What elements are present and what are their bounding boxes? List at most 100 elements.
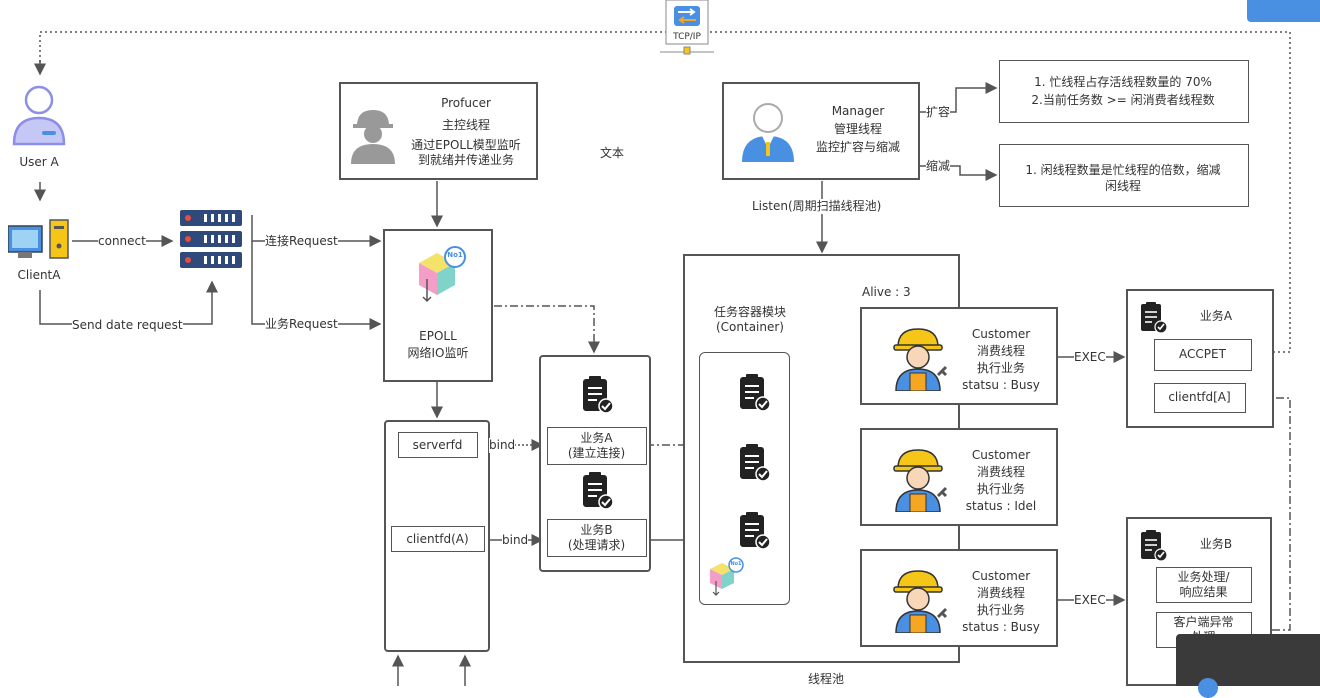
tcpip-icon: TCP/IP [660, 0, 714, 56]
queue-biz-b[interactable]: 业务B (处理请求) [547, 519, 647, 557]
serverfd-label: serverfd [412, 438, 463, 452]
listen-label: Listen(周期扫描线程池) [752, 199, 882, 214]
worker-icon [890, 325, 948, 392]
customer-2-status: status : Idel [965, 499, 1037, 513]
cube-icon: No1 [413, 245, 467, 305]
clipboard-icon [579, 471, 615, 511]
expand-label: 扩容 [926, 105, 951, 120]
user-label: User A [19, 155, 59, 169]
customer-2-line2: 执行业务 [976, 482, 1025, 496]
shrink-rule-box: 1. 闲线程数量是忙线程的倍数，缩减 闲线程 [999, 144, 1249, 207]
epoll-label1: EPOLL [419, 329, 457, 343]
clipboard-icon [736, 443, 772, 483]
queue-biz-a-line1: 业务A [580, 431, 613, 445]
queue-biz-a[interactable]: 业务A (建立连接) [547, 427, 647, 465]
customer-3-status: status : Busy [962, 620, 1040, 634]
customer-3-title: Customer [971, 569, 1031, 583]
biz-a-clientfd-label: clientfd[A] [1168, 390, 1231, 404]
queue-biz-b-line2: (处理请求) [567, 538, 626, 552]
biz-b-process[interactable]: 业务处理/ 响应结果 [1156, 567, 1252, 603]
manager-box[interactable]: Manager 管理线程 监控扩容与缩减 [722, 82, 920, 180]
customer-1-line1: 消费线程 [976, 344, 1025, 358]
overlay-panel[interactable] [1176, 634, 1320, 698]
exec1-label: EXEC [1074, 350, 1106, 365]
shrink-rule-line1: 1. 闲线程数量是忙线程的倍数，缩减 [1025, 163, 1221, 177]
network-dotted-line [39, 31, 1291, 353]
corner-button[interactable] [1247, 0, 1320, 22]
producer-line3: 到就绪并传递业务 [417, 153, 514, 167]
customer-2-title: Customer [971, 448, 1031, 462]
clipboard-icon [736, 511, 772, 551]
customer-1-status: statsu : Busy [962, 378, 1040, 392]
clipboard-icon [736, 373, 772, 413]
alive-label: Alive : 3 [862, 285, 911, 299]
epoll-badge: No1 [447, 251, 463, 259]
client-label: ClientA [17, 268, 61, 282]
customer-3-line2: 执行业务 [976, 603, 1025, 617]
container-title1: 任务容器模块 [713, 305, 786, 319]
biz-b-exception-line1: 客户端异常 [1173, 615, 1234, 629]
task-queue-box: 业务A (建立连接) 业务B (处理请求) [539, 355, 651, 572]
bind1-label: bind [489, 438, 516, 453]
connect-label: connect [98, 234, 146, 249]
worker-silhouette-icon [349, 106, 397, 164]
queue-biz-a-line2: (建立连接) [567, 446, 626, 460]
manager-line2: 监控扩容与缩减 [815, 140, 900, 154]
clipboard-icon [579, 375, 615, 415]
clientfd-label: clientfd(A) [406, 532, 469, 546]
shrink-rule-line2: 闲线程 [1104, 179, 1141, 193]
queue-biz-b-line1: 业务B [580, 523, 613, 537]
biz-b-process-line1: 业务处理/ [1177, 570, 1230, 584]
serverfd-cell[interactable]: serverfd [398, 432, 478, 458]
biz-b-title: 业务B [1199, 537, 1233, 551]
shrink-label: 缩减 [926, 159, 951, 174]
biz-b-process-line2: 响应结果 [1179, 585, 1228, 599]
worker-icon [890, 446, 948, 513]
floating-text: 文本 [600, 146, 625, 160]
epoll-label2: 网络IO监听 [407, 346, 469, 360]
manager-avatar-icon [738, 98, 798, 164]
thread-pool-label: 线程池 [808, 672, 845, 686]
producer-title: Profucer [441, 96, 491, 110]
biz-a-accept[interactable]: ACCPET [1154, 339, 1252, 371]
container-title2: (Container) [715, 320, 784, 334]
producer-line1: 主控线程 [441, 118, 490, 132]
biz-a-accept-label: ACCPET [1179, 347, 1226, 361]
biz-b-panel: 业务B 业务处理/ 响应结果 客户端异常 处理 [1126, 517, 1272, 686]
biz-a-title: 业务A [1199, 309, 1233, 323]
bind2-label: bind [502, 533, 529, 548]
clipboard-icon [1138, 529, 1168, 563]
client-computer-icon [7, 218, 72, 260]
server-icon [178, 208, 244, 270]
producer-line2: 通过EPOLL模型监听 [411, 138, 521, 152]
clientfd-cell[interactable]: clientfd(A) [391, 526, 485, 552]
cube-icon: No1 [706, 557, 746, 597]
user-icon [10, 84, 68, 146]
exec2-label: EXEC [1074, 593, 1106, 608]
customer-box-2[interactable]: Customer 消费线程 执行业务 status : Idel [860, 428, 1058, 526]
conn-request-label: 连接Request [265, 234, 338, 249]
send-request-label: Send date request [72, 318, 183, 333]
overlay-indicator-icon [1198, 678, 1218, 698]
producer-box[interactable]: Profucer 主控线程 通过EPOLL模型监听 到就绪并传递业务 [339, 82, 538, 180]
manager-title: Manager [831, 104, 885, 118]
customer-2-line1: 消费线程 [976, 465, 1025, 479]
biz-a-clientfd[interactable]: clientfd[A] [1154, 383, 1246, 413]
tcpip-label: TCP/IP [673, 32, 701, 42]
customer-1-title: Customer [971, 327, 1031, 341]
container-badge: No1 [730, 561, 742, 567]
customer-3-line1: 消费线程 [976, 586, 1025, 600]
customer-box-1[interactable]: Customer 消费线程 执行业务 statsu : Busy [860, 307, 1058, 405]
clipboard-icon [1138, 301, 1168, 335]
customer-box-3[interactable]: Customer 消费线程 执行业务 status : Busy [860, 549, 1058, 647]
fd-table-box: serverfd clientfd(A) [384, 420, 490, 652]
expand-rule-line1: 1. 忙线程占存活线程数量的 70% [1034, 75, 1212, 89]
customer-1-line2: 执行业务 [976, 361, 1025, 375]
manager-line1: 管理线程 [833, 122, 882, 136]
biz-a-panel: 业务A ACCPET clientfd[A] [1126, 289, 1274, 428]
expand-rule-line2: 2.当前任务数 >= 闲消费者线程数 [1031, 93, 1215, 107]
biz-request-label: 业务Request [265, 317, 338, 332]
expand-rule-box: 1. 忙线程占存活线程数量的 70% 2.当前任务数 >= 闲消费者线程数 [999, 60, 1249, 123]
worker-icon [890, 567, 948, 634]
epoll-box[interactable]: No1 EPOLL 网络IO监听 [383, 229, 493, 382]
